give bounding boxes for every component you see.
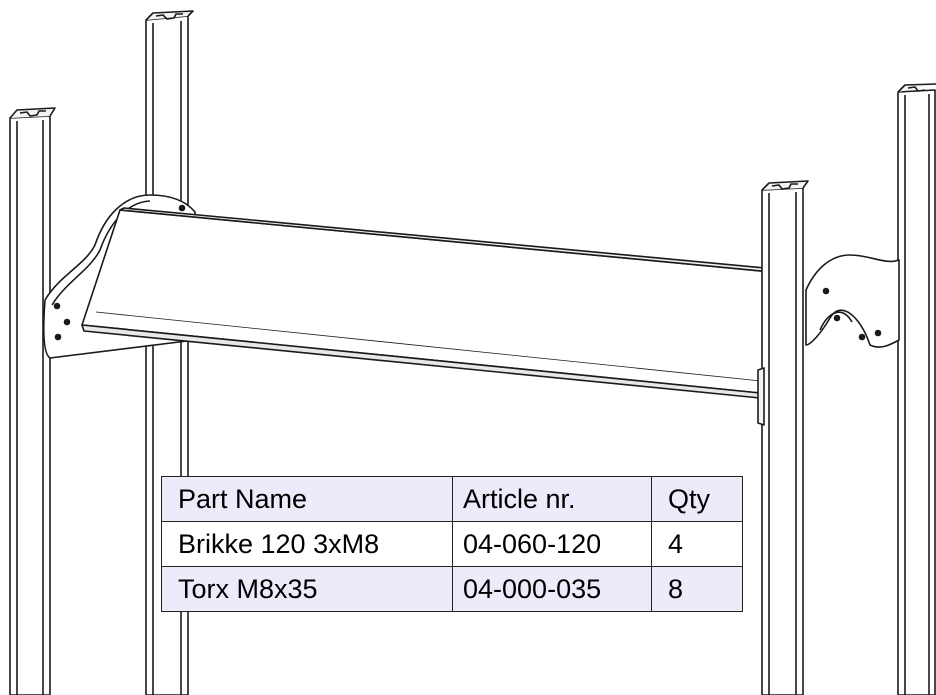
upright-left-front xyxy=(9,107,56,695)
qty-cell: 4 xyxy=(651,521,743,567)
article-nr-cell: 04-060-120 xyxy=(452,521,652,567)
qty-cell: 8 xyxy=(651,566,743,612)
article-nr-cell: 04-000-035 xyxy=(452,566,652,612)
table-row: Brikke 120 3xM8 04-060-120 4 xyxy=(161,521,743,567)
header-part-name: Part Name xyxy=(161,476,453,522)
shelf-plate xyxy=(81,207,777,399)
upright-right-front xyxy=(757,180,809,695)
table-row: Torx M8x35 04-000-035 8 xyxy=(161,566,743,612)
upright-right-back xyxy=(897,83,936,695)
bracket-right xyxy=(805,254,900,348)
part-name-cell: Torx M8x35 xyxy=(161,566,453,612)
parts-table-header-row: Part Name Article nr. Qty xyxy=(161,476,743,522)
part-name-cell: Brikke 120 3xM8 xyxy=(161,521,453,567)
header-article-nr: Article nr. xyxy=(452,476,652,522)
parts-table: Part Name Article nr. Qty Brikke 120 3xM… xyxy=(161,476,743,612)
header-qty: Qty xyxy=(651,476,743,522)
